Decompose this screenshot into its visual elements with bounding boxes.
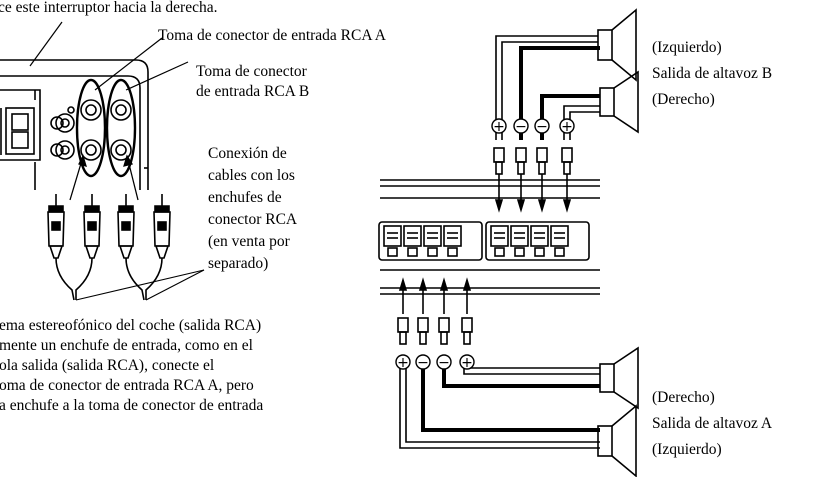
speaker-a-left-label: (Izquierdo) bbox=[652, 441, 722, 458]
wire-connector bbox=[438, 277, 450, 345]
note-line5: a enchufe a la toma de conector de entra… bbox=[0, 397, 264, 414]
svg-text:+: + bbox=[397, 355, 409, 371]
amplifier-body-right bbox=[380, 179, 600, 295]
cable-connection-line6: separado) bbox=[208, 255, 269, 272]
svg-text:−: − bbox=[536, 119, 548, 135]
cable-connection-line4: conector RCA bbox=[208, 211, 298, 228]
speaker-a-wires bbox=[399, 365, 600, 449]
speaker-b-connectors bbox=[493, 147, 573, 213]
svg-text:−: − bbox=[417, 355, 429, 371]
plus-terminal-icon: + bbox=[491, 118, 507, 135]
terminal-screw bbox=[443, 225, 462, 257]
rca-a-label: Toma de conector de entrada RCA A bbox=[158, 27, 386, 44]
svg-text:+: + bbox=[561, 119, 573, 135]
polarity-bottom: +−−+ bbox=[395, 354, 475, 371]
minus-terminal-icon: − bbox=[415, 354, 431, 371]
speaker-a-left bbox=[597, 404, 637, 477]
plus-terminal-icon: + bbox=[395, 354, 411, 371]
speaker-b-right bbox=[599, 70, 639, 134]
leader-switch bbox=[29, 21, 63, 67]
terminal-screw bbox=[510, 225, 529, 257]
rca-b-label-line2: de entrada RCA B bbox=[196, 83, 310, 100]
terminal-screw bbox=[423, 225, 442, 257]
cable-connection-line5: (en venta por bbox=[208, 233, 290, 250]
wire-connector bbox=[493, 147, 505, 213]
note-line1: ema estereofónico del coche (salida RCA) bbox=[0, 317, 262, 334]
svg-text:+: + bbox=[493, 119, 505, 135]
svg-text:−: − bbox=[438, 355, 450, 371]
note-line2: mente un enchufe de entrada, como en el bbox=[0, 337, 253, 354]
speaker-b-right-label: (Derecho) bbox=[652, 91, 715, 108]
wire-connector bbox=[397, 277, 409, 345]
minus-terminal-icon: − bbox=[513, 118, 529, 135]
leader-rca-a bbox=[94, 37, 163, 91]
speaker-a-right bbox=[599, 346, 639, 410]
svg-text:+: + bbox=[461, 355, 473, 371]
note-line3: ola salida (salida RCA), conecte el bbox=[0, 357, 215, 374]
wire-connector bbox=[561, 147, 573, 213]
terminal-screw bbox=[490, 225, 509, 257]
rca-b-label-line1: Toma de conector bbox=[196, 63, 307, 80]
cable-connection-line1: Conexión de bbox=[208, 145, 287, 162]
wire-connector bbox=[417, 277, 429, 345]
rca-plugs bbox=[47, 194, 205, 301]
switch-note: ce este interruptor hacia la derecha. bbox=[0, 0, 218, 16]
speaker-b-left-label: (Izquierdo) bbox=[652, 39, 722, 56]
wire-connector bbox=[536, 147, 548, 213]
speaker-a-right-label: (Derecho) bbox=[652, 389, 715, 406]
plus-terminal-icon: + bbox=[559, 118, 575, 135]
speaker-b-title: Salida de altavoz B bbox=[652, 65, 773, 82]
wire-connector bbox=[461, 277, 473, 345]
note-line4: oma de conector de entrada RCA A, pero bbox=[0, 377, 254, 394]
svg-text:−: − bbox=[515, 119, 527, 135]
cable-connection-line2: cables con los bbox=[208, 167, 295, 184]
terminal-block-a bbox=[378, 221, 483, 261]
speaker-a-title: Salida de altavoz A bbox=[652, 415, 773, 432]
plus-terminal-icon: + bbox=[459, 354, 475, 371]
leader-rca-b bbox=[125, 61, 189, 91]
rca-input-jack-a bbox=[75, 78, 107, 178]
speaker-a-connectors bbox=[397, 277, 473, 345]
terminal-screw bbox=[383, 225, 402, 257]
amplifier-panel-left bbox=[0, 59, 149, 190]
terminal-screw bbox=[550, 225, 569, 257]
polarity-top: +−−+ bbox=[491, 118, 575, 135]
terminal-block-b bbox=[485, 221, 590, 261]
rca-input-jack-b bbox=[105, 78, 137, 178]
speaker-b-left bbox=[597, 8, 637, 82]
cable-connection-line3: enchufes de bbox=[208, 189, 282, 206]
minus-terminal-icon: − bbox=[436, 354, 452, 371]
terminal-screw bbox=[403, 225, 422, 257]
terminal-screw bbox=[530, 225, 549, 257]
minus-terminal-icon: − bbox=[534, 118, 550, 135]
wire-connector bbox=[515, 147, 527, 213]
